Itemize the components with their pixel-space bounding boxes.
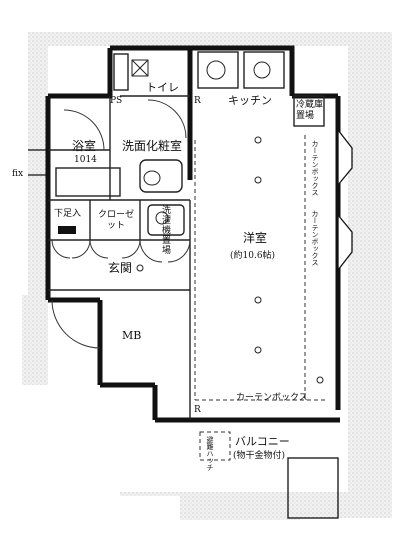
label-curtain-box-right-2: カーテンボックス [311,210,319,266]
fixtures [131,59,271,225]
label-fridge: 冷蔵庫置場 [296,100,324,121]
light-markers [136,136,324,384]
label-western-size: (約10.6帖) [230,251,276,261]
label-shoe: 下足入 [54,209,82,219]
label-curtain-box-right-1: カーテンボックス [311,140,319,196]
label-fix: fix [12,169,24,179]
label-washer: 洗濯機置場 [162,206,172,256]
label-toilet: トイレ [146,81,179,94]
label-balcony: バルコニー [235,435,290,448]
label-mb: MB [122,329,142,342]
shoe-cabinet-mark [58,226,76,234]
label-western: 洋室 [243,231,268,245]
dashed-lines [194,135,325,461]
label-vent-hatch: 避難ハッチ [206,436,214,471]
label-bath-size: 1014 [74,155,97,165]
windows [28,128,353,272]
label-curtain-box-bottom: カーテンボックス [236,393,308,403]
partitions [48,51,339,519]
label-kitchen: キッチン [228,94,272,107]
label-closet: クローゼット [97,210,134,231]
label-balcony-note: (物干金物付) [233,451,286,461]
label-washroom: 洗面化粧室 [122,139,183,153]
label-bath: 浴室 [72,139,97,153]
label-entrance: 玄関 [108,261,133,275]
door-swings [51,99,191,349]
label-ps: PS [110,96,123,106]
label-r-2: R [194,405,201,415]
label-r-1: R [194,96,201,106]
